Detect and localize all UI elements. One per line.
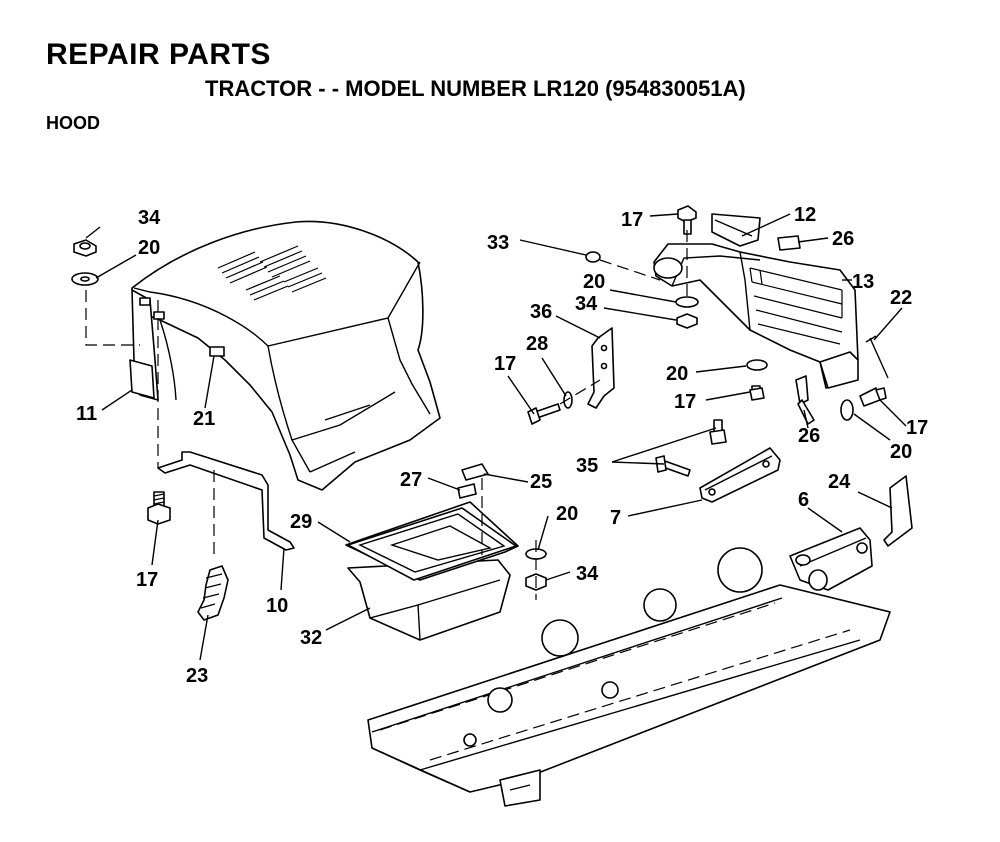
callout-12: 12 (794, 204, 816, 226)
hood-part (129, 220, 441, 491)
clip-fastener (795, 375, 809, 405)
hex-bolt (859, 387, 887, 407)
callout-17: 17 (674, 391, 696, 413)
front-support (699, 447, 781, 503)
tractor-frame (367, 547, 891, 807)
callout-numbers: 34 20 11 21 17 10 23 27 25 29 32 20 34 1… (76, 204, 928, 687)
hex-bolt (527, 403, 561, 425)
callout-17: 17 (906, 417, 928, 439)
callout-28: 28 (526, 333, 548, 355)
dash-panel (653, 243, 859, 389)
callout-20: 20 (666, 363, 688, 385)
battery-strap-clip (457, 483, 477, 499)
clip-fastener (797, 399, 815, 425)
battery-bracket (461, 463, 489, 481)
callout-6: 6 (798, 489, 809, 511)
callout-13: 13 (852, 271, 874, 293)
plug (585, 251, 601, 263)
callout-29: 29 (290, 511, 312, 533)
model-subtitle: TRACTOR - - MODEL NUMBER LR120 (95483005… (205, 76, 746, 101)
callout-34: 34 (576, 563, 599, 585)
callout-20: 20 (890, 441, 912, 463)
bracket-plate (711, 213, 761, 247)
callout-27: 27 (400, 469, 422, 491)
callout-33: 33 (487, 232, 509, 254)
hood-tab (209, 346, 225, 357)
section-label: HOOD (46, 113, 100, 133)
callout-36: 36 (530, 301, 552, 323)
callout-22: 22 (890, 287, 912, 309)
callout-34: 34 (575, 293, 598, 315)
hex-nut (73, 239, 97, 257)
hood-slot (153, 311, 165, 320)
callout-23: 23 (186, 665, 208, 687)
callout-17: 17 (621, 209, 643, 231)
callout-17: 17 (136, 569, 158, 591)
hood-pin (865, 335, 889, 379)
hex-bolt (677, 205, 697, 235)
flat-washer (840, 399, 854, 421)
hex-bolt (749, 385, 765, 401)
hex-nut (676, 313, 698, 329)
flat-washer (746, 359, 768, 371)
callout-35: 35 (576, 455, 598, 477)
flat-washer (675, 296, 699, 308)
callout-20: 20 (583, 271, 605, 293)
callout-21: 21 (193, 408, 215, 430)
callout-26: 26 (832, 228, 854, 250)
flat-washer (71, 272, 99, 286)
side-bracket (587, 327, 615, 409)
callout-34: 34 (138, 207, 161, 229)
grille-slats (749, 267, 843, 345)
hex-bolt (709, 419, 727, 445)
callout-24: 24 (828, 471, 851, 493)
hood-vents (217, 245, 327, 301)
callout-11: 11 (76, 403, 97, 425)
callout-25: 25 (530, 471, 552, 493)
battery-frame (347, 507, 517, 581)
callout-10: 10 (266, 595, 288, 617)
page-title: REPAIR PARTS (46, 38, 271, 71)
callout-32: 32 (300, 627, 322, 649)
hex-bolt (655, 455, 691, 477)
callout-7: 7 (610, 507, 621, 529)
hood-hinge-rod (157, 451, 295, 551)
callout-20: 20 (556, 503, 578, 525)
leader-lines (85, 213, 907, 661)
hood-hinge-bracket (789, 527, 873, 591)
hood-slot (139, 297, 151, 306)
hex-bolt (147, 491, 171, 525)
callout-26: 26 (798, 425, 820, 447)
side-bracket (883, 475, 913, 547)
callout-17: 17 (494, 353, 516, 375)
clip-fastener (777, 235, 801, 251)
spring-part (197, 565, 229, 621)
callout-20: 20 (138, 237, 160, 259)
